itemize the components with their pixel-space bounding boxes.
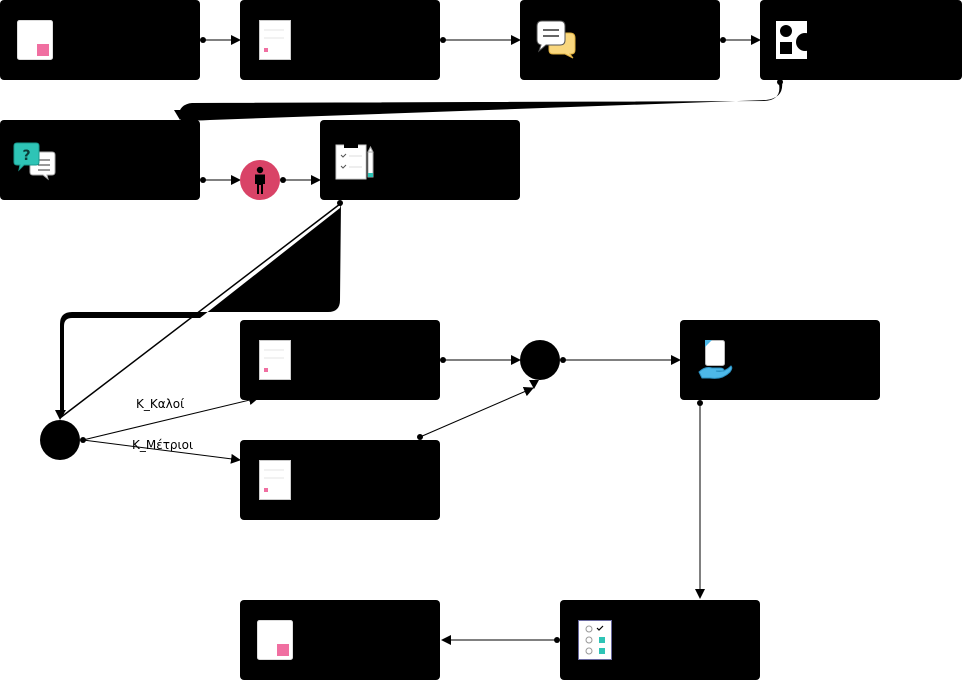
edge-gw1-t9 xyxy=(82,439,241,464)
edge-t4-t5-band xyxy=(178,80,783,121)
edge-t9-gw2 xyxy=(419,386,534,438)
edge-t6-gw1-arrowhead xyxy=(55,410,66,420)
task-node-4[interactable] xyxy=(760,0,962,80)
edge-label-k-kaloi: K_Καλοί xyxy=(136,397,185,411)
clipboard-pencil-icon xyxy=(335,143,374,180)
connectors xyxy=(82,35,761,645)
edge-t4-t5-arrowhead xyxy=(174,110,186,120)
form-document-icon xyxy=(259,460,291,500)
form-document-icon xyxy=(259,340,291,380)
person-icon xyxy=(255,166,265,194)
shapes-icon xyxy=(776,21,814,59)
edge-t6-gw1-band xyxy=(60,202,341,414)
svg-text:?: ? xyxy=(22,148,30,164)
chat-bubbles-icon xyxy=(536,20,576,59)
edge-gw1-t7 xyxy=(82,395,259,441)
document-pink-icon xyxy=(257,620,293,660)
task-node-6[interactable] xyxy=(320,120,520,200)
document-pink-icon xyxy=(17,20,53,60)
question-chat-icon: ? xyxy=(13,142,56,181)
connection-dots xyxy=(80,37,783,643)
gateway-node-1[interactable] xyxy=(40,420,80,460)
edge-label-k-metrioi: K_Μέτριοι xyxy=(132,438,194,452)
gateway-node-2[interactable] xyxy=(520,340,560,380)
checklist-icon xyxy=(578,620,612,660)
task-node-8[interactable] xyxy=(680,320,880,400)
form-document-icon xyxy=(259,20,291,60)
hand-document-icon xyxy=(698,340,733,379)
actor-node[interactable] xyxy=(240,160,280,200)
edge-t6-gw1-diagonal xyxy=(59,203,341,419)
gateway-2-down-arrowhead xyxy=(529,380,539,389)
task-node-5[interactable] xyxy=(0,120,200,200)
task-node-3[interactable] xyxy=(520,0,720,80)
